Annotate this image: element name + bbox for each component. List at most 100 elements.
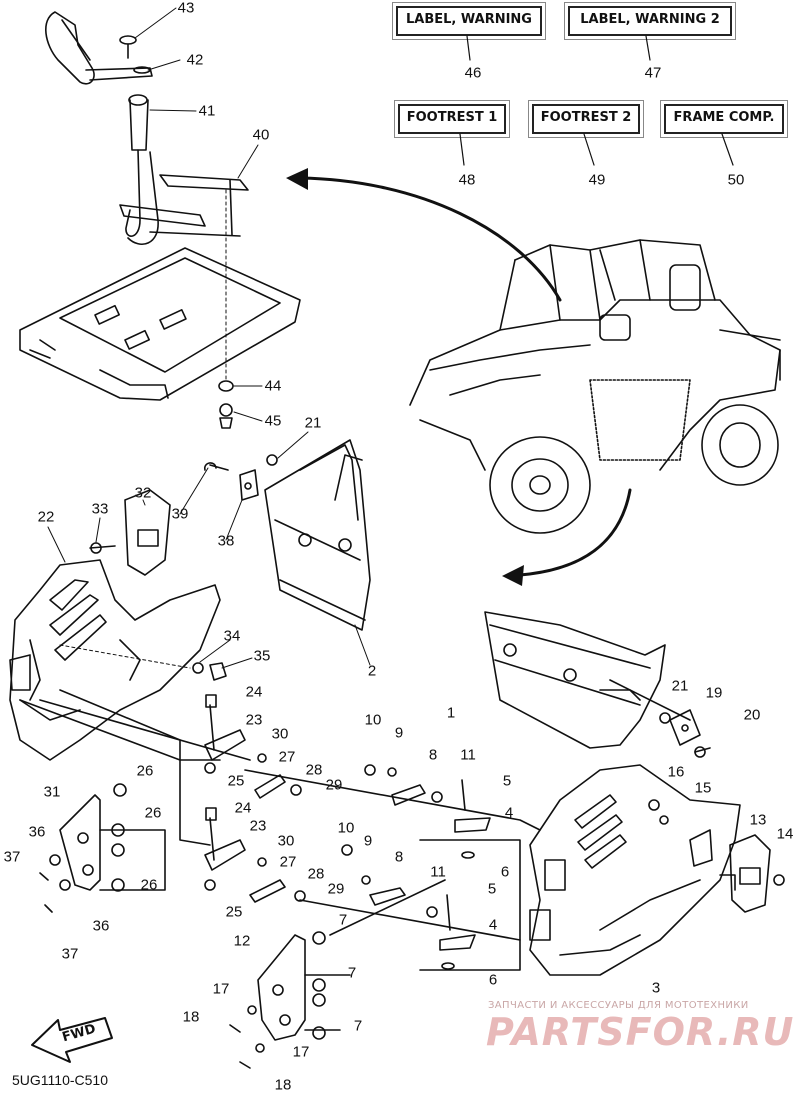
diagram-code: 5UG1110-C510	[12, 1072, 108, 1088]
part-number-2: 2	[367, 662, 377, 680]
part-number-7: 7	[347, 964, 357, 982]
grab-handle-assembly	[45, 11, 249, 245]
part-number-27: 27	[279, 853, 297, 871]
part-number-21: 21	[671, 677, 689, 695]
part-number-37: 37	[61, 945, 79, 963]
part-number-23: 23	[249, 817, 267, 835]
part-number-41: 41	[198, 102, 216, 120]
part-number-24: 24	[234, 799, 252, 817]
middle-bracket-set	[244, 764, 541, 971]
part-number-24: 24	[245, 683, 263, 701]
part-number-5: 5	[487, 880, 497, 898]
lower-bracket-set	[204, 807, 306, 903]
part-number-11: 11	[460, 746, 476, 764]
part-number-18: 18	[274, 1076, 292, 1094]
part-number-43: 43	[177, 0, 195, 17]
arrow-to-footrest	[502, 488, 632, 586]
part-number-8: 8	[428, 746, 438, 764]
arrow-to-upper-frame	[286, 168, 562, 302]
part-number-5: 5	[502, 772, 512, 790]
part-number-1: 1	[446, 704, 456, 722]
part-number-7: 7	[353, 1017, 363, 1035]
part-number-26: 26	[140, 876, 158, 894]
part-number-39: 39	[171, 505, 189, 523]
part-number-30: 30	[271, 725, 289, 743]
part-number-4: 4	[504, 804, 514, 822]
part-number-31: 31	[43, 783, 61, 801]
part-number-42: 42	[186, 51, 204, 69]
part-number-23: 23	[245, 711, 263, 729]
part-number-30: 30	[277, 832, 295, 850]
part-number-29: 29	[327, 880, 345, 898]
part-number-13: 13	[749, 811, 767, 829]
part-number-37: 37	[3, 848, 21, 866]
upper-bracket-set	[19, 689, 302, 846]
part-number-25: 25	[225, 903, 243, 921]
part-number-4: 4	[488, 916, 498, 934]
bracket-13-14	[719, 834, 785, 913]
part-number-7: 7	[338, 911, 348, 929]
footrest-1-box: FOOTREST 1	[398, 104, 506, 134]
part-number-47: 47	[644, 64, 662, 82]
part-number-16: 16	[667, 763, 685, 781]
watermark-subtitle: ЗАПЧАСТИ И АКСЕССУАРЫ ДЛЯ МОТОТЕХНИКИ	[488, 1000, 749, 1011]
floor-panel-upper	[19, 189, 301, 401]
part-number-10: 10	[337, 819, 355, 837]
part-number-21: 21	[304, 414, 322, 432]
part-number-leaders	[47, 7, 371, 669]
part-number-26: 26	[144, 804, 162, 822]
part-number-40: 40	[252, 126, 270, 144]
bracket-32-33	[89, 489, 171, 576]
part-number-33: 33	[91, 500, 109, 518]
part-number-27: 27	[278, 748, 296, 766]
part-number-32: 32	[134, 484, 152, 502]
frame-comp-box: FRAME COMP.	[664, 104, 784, 134]
part-number-3: 3	[651, 979, 661, 997]
part-number-48: 48	[458, 171, 476, 189]
part-number-28: 28	[307, 865, 325, 883]
right-footrest-3	[529, 764, 741, 976]
part-number-14: 14	[776, 825, 794, 843]
part-number-36: 36	[28, 823, 46, 841]
part-number-11: 11	[430, 863, 446, 881]
part-number-12: 12	[233, 932, 251, 950]
left-footrest-22	[9, 559, 221, 761]
fwd-arrow	[31, 1017, 113, 1063]
part-number-20: 20	[743, 706, 761, 724]
label-leaders	[459, 35, 734, 166]
part-number-17: 17	[212, 980, 230, 998]
label-warning-box: LABEL, WARNING	[396, 6, 542, 36]
part-number-6: 6	[488, 971, 498, 989]
part-number-50: 50	[727, 171, 745, 189]
part-number-26: 26	[136, 762, 154, 780]
part-number-10: 10	[364, 711, 382, 729]
part-number-22: 22	[37, 508, 55, 526]
nut-and-bolt-44-45	[218, 380, 234, 429]
part-number-38: 38	[217, 532, 235, 550]
part-number-34: 34	[223, 627, 241, 645]
front-bracket-12	[229, 879, 446, 1069]
part-number-19: 19	[705, 684, 723, 702]
left-bracket-31	[39, 794, 166, 913]
label-warning-2-box: LABEL, WARNING 2	[568, 6, 732, 36]
part-number-6: 6	[500, 863, 510, 881]
part-number-45: 45	[264, 412, 282, 430]
watermark-logo: PARTSFOR.RU	[486, 1010, 795, 1054]
part-number-15: 15	[694, 779, 712, 797]
side-panel-1	[484, 611, 711, 758]
part-number-44: 44	[264, 377, 282, 395]
part-number-46: 46	[464, 64, 482, 82]
side-panel-2	[204, 439, 371, 631]
part-number-9: 9	[394, 724, 404, 742]
part-number-17: 17	[292, 1043, 310, 1061]
part-number-25: 25	[227, 772, 245, 790]
washer-nut-34-35	[59, 644, 227, 681]
part-number-8: 8	[394, 848, 404, 866]
part-number-18: 18	[182, 1008, 200, 1026]
part-number-35: 35	[253, 647, 271, 665]
vehicle-illustration	[409, 239, 781, 534]
part-number-29: 29	[325, 776, 343, 794]
part-number-49: 49	[588, 171, 606, 189]
